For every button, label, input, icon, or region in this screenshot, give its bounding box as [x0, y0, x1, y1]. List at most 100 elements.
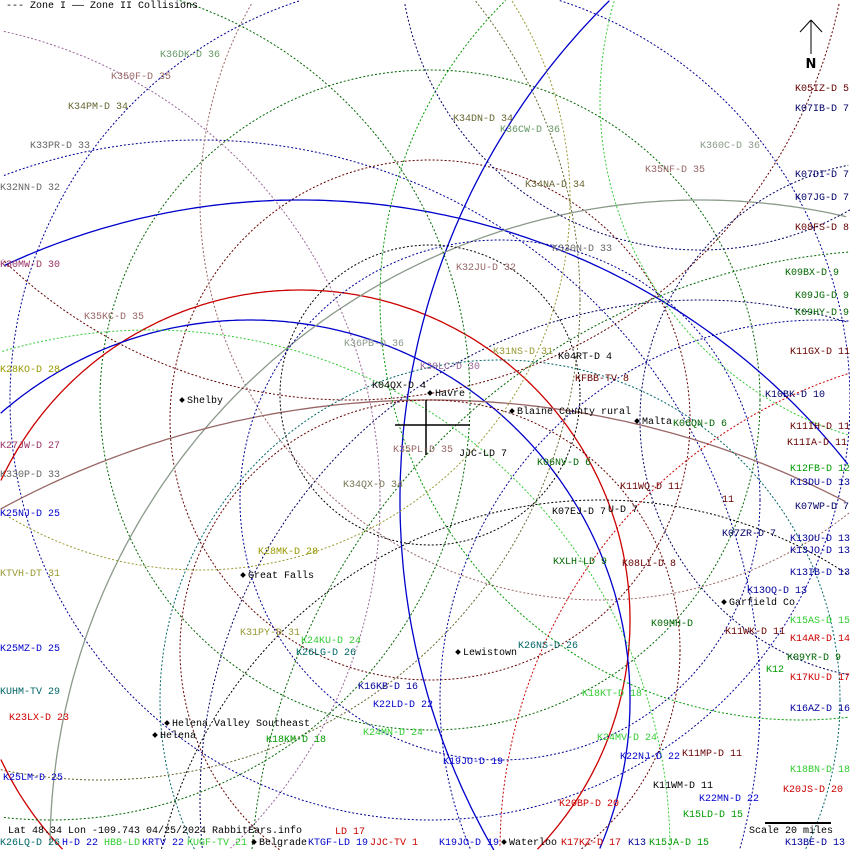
station-label[interactable]: JJC-LD 7 [459, 449, 508, 460]
station-label[interactable]: K26LQ-D 26 [0, 838, 61, 849]
station-label[interactable]: K34PM-D 34 [68, 102, 129, 113]
station-label[interactable]: K18KM-D 18 [266, 735, 327, 746]
station-label[interactable]: K26LG-D 26 [296, 648, 357, 659]
station-label[interactable]: K09BX-D 9 [785, 268, 840, 279]
station-label[interactable]: K18BN-D 18 [790, 765, 850, 776]
station-label[interactable]: K31PY-D 31 [240, 628, 301, 639]
station-label[interactable]: K13OQ-D 13 [747, 586, 808, 597]
station-label[interactable]: K20JS-D 20 [783, 785, 844, 796]
station-label[interactable]: K12FB-D 12 [790, 464, 850, 475]
station-label[interactable]: K19JO-D 19 [439, 838, 500, 849]
station-label[interactable]: K28KO-D 28 [0, 365, 61, 376]
station-label[interactable]: K09HY-D 9 [795, 308, 850, 319]
station-label[interactable]: K27JW-D 27 [0, 441, 61, 452]
station-label[interactable]: K25LM-D 25 [3, 773, 64, 784]
station-label[interactable]: K07IB-D 7 [795, 104, 850, 115]
station-label[interactable]: K13IB-D 13 [790, 568, 850, 579]
station-label[interactable]: KUGF-TV 21 [187, 838, 248, 849]
station-label[interactable]: K17KU-D 17 [790, 673, 850, 684]
station-label[interactable]: K30MW-D 30 [0, 260, 61, 271]
station-label[interactable]: K22NJ-D 22 [620, 752, 681, 763]
station-label[interactable]: K10BK-D 10 [765, 390, 826, 401]
station-label[interactable]: K08FS-D 8 [795, 223, 850, 234]
station-label[interactable]: K13BE-D 13 [785, 838, 846, 849]
station-label[interactable]: K35NF-D 35 [645, 165, 706, 176]
station-label[interactable]: K11GX-D 11 [790, 347, 850, 358]
station-label[interactable]: KUHM-TV 29 [0, 687, 61, 698]
station-label[interactable]: K11MP-D 11 [682, 749, 743, 760]
station-label[interactable]: K05IZ-D 5 [795, 84, 850, 95]
station-label[interactable]: K17KZ-D 17 [561, 838, 622, 849]
station-label[interactable]: K32NN-D 32 [0, 183, 61, 194]
station-label[interactable]: K11WM-D 11 [653, 781, 714, 792]
station-label[interactable]: K35PL-D 35 [393, 445, 454, 456]
station-label[interactable]: K36DK-D 36 [160, 50, 221, 61]
station-label[interactable]: K07ZR-D 7 [722, 529, 777, 540]
station-label[interactable]: K07WP-D 7 [795, 502, 850, 513]
station-label[interactable]: K330P-D 33 [0, 470, 61, 481]
station-label[interactable]: K06QN-D 6 [673, 419, 728, 430]
station-label[interactable]: K09YR-D 9 [787, 653, 842, 664]
station-label[interactable]: K31NS-D 31 [493, 347, 554, 358]
station-label[interactable]: K34NA-D 34 [525, 180, 586, 191]
station-label[interactable]: K34DN-D 34 [453, 114, 514, 125]
station-label[interactable]: K04QX-D 4 [372, 381, 427, 392]
station-label[interactable]: KTGF-LD 19 [308, 838, 369, 849]
station-label[interactable]: K23LX-D 23 [9, 713, 70, 724]
station-label[interactable]: K08LI-D 8 [622, 559, 677, 570]
station-label[interactable]: K34QX-D 34 [343, 480, 404, 491]
station-label[interactable]: K15JA-D 15 [649, 838, 710, 849]
station-label[interactable]: K360C-D 36 [700, 141, 761, 152]
station-label[interactable]: K11IA-D 11 [787, 438, 848, 449]
station-label[interactable]: K13OU-D 13 [790, 534, 850, 545]
station-label[interactable]: K35KC-D 35 [84, 312, 145, 323]
station-label[interactable]: K32JU-D 32 [456, 263, 517, 274]
station-label[interactable]: K06NV-D 6 [537, 458, 592, 469]
station-label[interactable]: K24MV-D 24 [597, 733, 658, 744]
station-label[interactable]: KRTV 22 [142, 838, 185, 849]
station-label[interactable]: K33PR-D 33 [30, 141, 91, 152]
station-label[interactable]: K36PB-D 36 [344, 339, 405, 350]
station-label[interactable]: K11WK-D 11 [725, 627, 786, 638]
station-label[interactable]: K36CW-D 36 [500, 125, 561, 136]
station-label[interactable]: K25NJ-D 25 [0, 509, 61, 520]
station-label[interactable]: K11IH-D 11 [790, 422, 850, 433]
station-label[interactable]: K09JG-D 9 [795, 291, 850, 302]
station-label[interactable]: K16KB-D 16 [358, 682, 419, 693]
station-label[interactable]: KXLH-LD 9 [553, 557, 608, 568]
station-label[interactable]: K18KT-D 18 [582, 689, 643, 700]
station-label[interactable]: K15LD-D 15 [683, 810, 744, 821]
station-label[interactable]: K30LC-D 30 [420, 362, 481, 373]
station-label[interactable]: K25MZ-D 25 [0, 644, 61, 655]
station-label[interactable]: KTVH-DT 31 [0, 569, 61, 580]
station-label[interactable]: H-D 22 [62, 838, 99, 849]
station-label[interactable]: K26NS-D 26 [518, 641, 579, 652]
station-label[interactable]: K24MN-D 24 [363, 728, 424, 739]
station-label[interactable]: K24KU-D 24 [301, 636, 362, 647]
station-label[interactable]: K07EJ-D 7 [552, 507, 607, 518]
station-label[interactable]: JJC-TV 1 [370, 838, 419, 849]
station-label[interactable]: K22MN-D 22 [699, 794, 760, 805]
station-label[interactable]: KFBB-TV 8 [575, 374, 630, 385]
station-label[interactable]: K13 [628, 838, 647, 849]
station-label[interactable]: K15AS-D 15 [790, 616, 850, 627]
station-label[interactable]: K11WQ-D 11 [620, 482, 681, 493]
station-label[interactable]: K22LD-D 22 [373, 700, 434, 711]
station-label[interactable]: K07JG-D 7 [795, 193, 850, 204]
station-label[interactable]: K14AR-D 14 [790, 634, 850, 645]
station-label[interactable]: K28MK-D 28 [258, 547, 319, 558]
station-label[interactable]: U-D 7 [608, 505, 639, 516]
station-label[interactable]: 11 [722, 495, 735, 506]
station-label[interactable]: K13DU-D 13 [790, 478, 850, 489]
station-label[interactable]: HBB-LD [104, 838, 141, 849]
station-label[interactable]: K13JO-D 13 [790, 546, 850, 557]
station-label[interactable]: K350F-D 35 [111, 72, 172, 83]
station-label[interactable]: K330N-D 33 [552, 244, 613, 255]
station-label[interactable]: K16AZ-D 16 [790, 704, 850, 715]
station-label[interactable]: K12 [766, 665, 785, 676]
station-label[interactable]: K04RT-D 4 [558, 352, 613, 363]
station-label[interactable]: K20BP-D 20 [559, 799, 620, 810]
station-label[interactable]: LD 17 [335, 827, 366, 838]
station-label[interactable]: K09MH-D [651, 619, 694, 630]
